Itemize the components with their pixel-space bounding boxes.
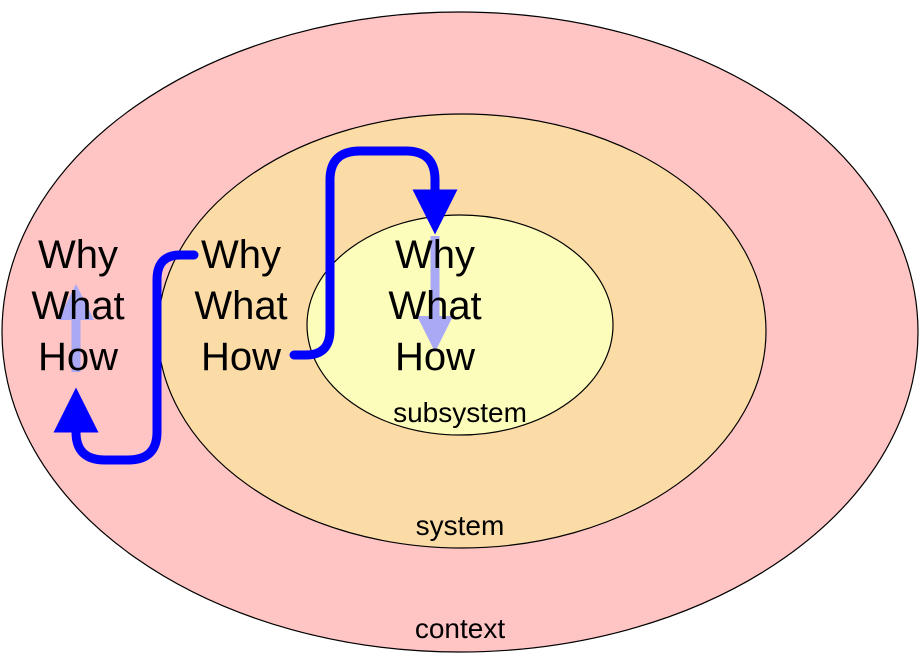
system-to-subsystem-arrow [289,146,458,360]
context-label: context [415,613,505,644]
subsystem-why-label: Why [395,233,475,277]
system-label: system [416,510,505,541]
context-why-label: Why [38,233,118,277]
subsystem-ellipse [306,214,614,436]
system-how-label: How [201,335,281,379]
context-how-label: How [38,335,118,379]
context-to-system-connector [53,250,199,465]
subsystem-label: subsystem [393,397,527,428]
system-what-label: What [194,284,287,328]
subsystem-what-label: What [388,284,481,328]
context-what-label: What [31,284,124,328]
subsystem-how-label: How [395,335,475,379]
system-why-label: Why [201,233,281,277]
